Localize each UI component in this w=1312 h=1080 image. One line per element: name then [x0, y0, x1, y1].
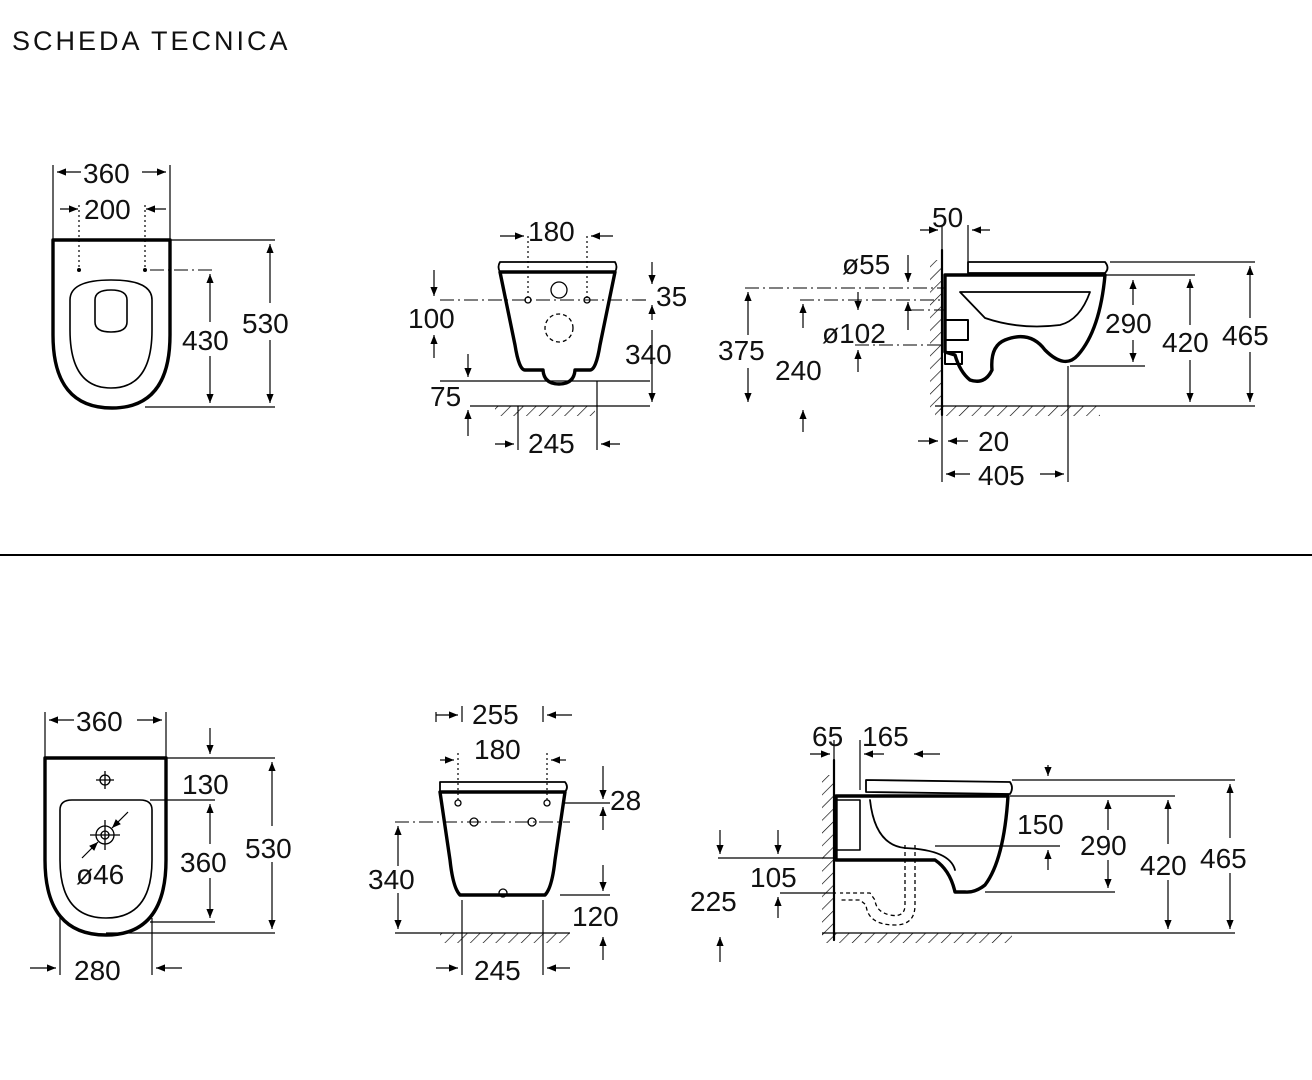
dim-bidet-top-46: ø46 [76, 859, 124, 890]
dim-bidet-top-280: 280 [74, 955, 121, 986]
dim-wc-side-102: ø102 [822, 318, 886, 349]
dim-bidet-front-180: 180 [474, 734, 521, 765]
dim-bidet-side-420: 420 [1140, 850, 1187, 881]
dim-wc-front-75: 75 [430, 381, 461, 412]
dim-bidet-side-225: 225 [690, 886, 737, 917]
dim-bidet-top-130: 130 [182, 769, 229, 800]
dim-wc-front-100: 100 [408, 303, 455, 334]
dim-wc-side-405: 405 [978, 460, 1025, 491]
dim-bidet-side-150: 150 [1017, 809, 1064, 840]
dim-bidet-side-65: 65 [812, 721, 843, 752]
dim-bidet-front-340: 340 [368, 864, 415, 895]
wc-top-view: 360 200 430 530 [51, 158, 289, 410]
dim-wc-side-420: 420 [1162, 327, 1209, 358]
dim-wc-top-200: 200 [84, 194, 131, 225]
bidet-front-view: 255 180 28 340 120 245 [368, 699, 641, 986]
bidet-top-view: 360 130 360 530 ø46 280 [30, 706, 292, 986]
dim-bidet-side-165: 165 [862, 721, 909, 752]
dim-bidet-top-360h: 360 [180, 847, 227, 878]
dim-bidet-side-465: 465 [1200, 843, 1247, 874]
dim-bidet-side-105: 105 [750, 862, 797, 893]
dim-wc-front-180: 180 [528, 216, 575, 247]
dim-wc-side-55: ø55 [842, 249, 890, 280]
dim-wc-side-465: 465 [1222, 320, 1269, 351]
dim-wc-side-50: 50 [932, 202, 963, 233]
dim-bidet-front-28: 28 [610, 785, 641, 816]
dim-wc-top-430: 430 [182, 325, 229, 356]
dim-wc-side-375: 375 [718, 335, 765, 366]
dim-wc-side-290: 290 [1105, 308, 1152, 339]
dim-wc-top-530: 530 [242, 308, 289, 339]
bidet-side-view: 65 165 150 290 420 465 105 225 [690, 721, 1247, 962]
page-title: SCHEDA TECNICA [12, 26, 291, 56]
dim-bidet-front-255: 255 [472, 699, 519, 730]
dim-bidet-front-120: 120 [572, 901, 619, 932]
wc-front-view: 180 100 35 340 75 245 [408, 216, 687, 459]
dim-wc-top-360: 360 [83, 158, 130, 189]
dim-wc-side-240: 240 [775, 355, 822, 386]
dim-wc-front-35: 35 [656, 281, 687, 312]
dim-bidet-front-245: 245 [474, 955, 521, 986]
wc-side-view: 50 ø55 ø102 375 240 290 420 465 20 405 [718, 202, 1269, 491]
dim-wc-front-245: 245 [528, 428, 575, 459]
dim-bidet-top-360: 360 [76, 706, 123, 737]
dim-bidet-top-530: 530 [245, 833, 292, 864]
dim-wc-side-20: 20 [978, 426, 1009, 457]
dim-bidet-side-290: 290 [1080, 830, 1127, 861]
dim-wc-front-340: 340 [625, 339, 672, 370]
